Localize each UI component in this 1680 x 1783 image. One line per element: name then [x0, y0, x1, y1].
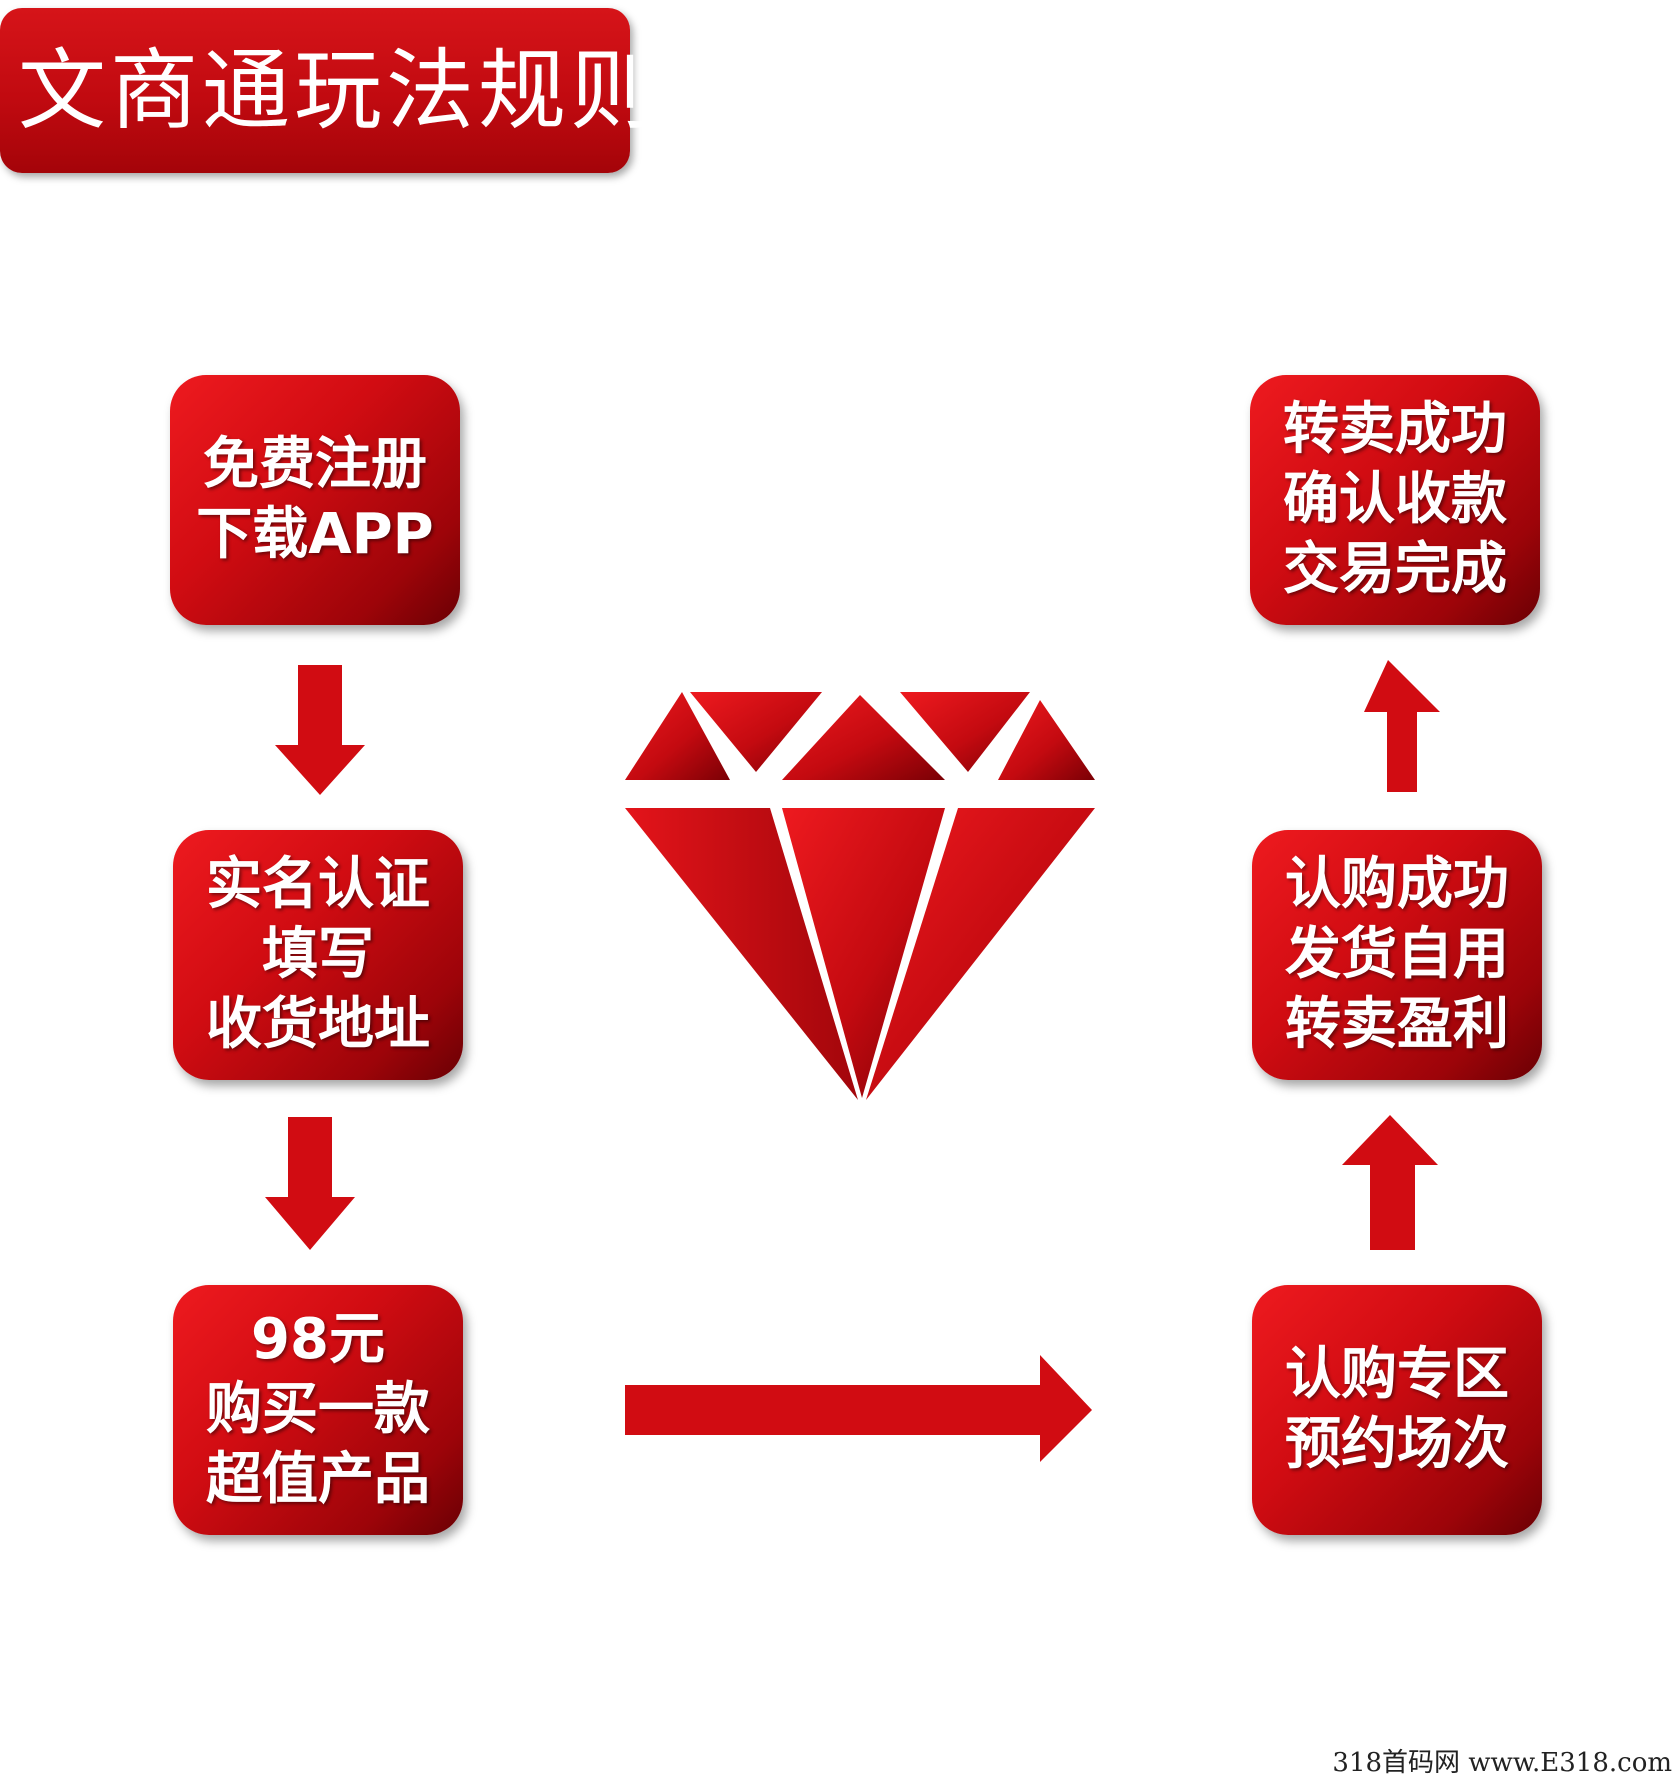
step-subscribe-zone: 认购专区 预约场次 — [1252, 1285, 1542, 1535]
arrow-down-icon — [275, 665, 365, 795]
step-line: 预约场次 — [1285, 1412, 1509, 1477]
step-line: 购买一款 — [206, 1377, 430, 1442]
step-resale-success: 转卖成功 确认收款 交易完成 — [1250, 375, 1540, 625]
arrow-right-icon — [625, 1355, 1092, 1462]
diamond-icon — [625, 692, 1095, 1100]
step-line: 超值产品 — [206, 1447, 430, 1512]
arrow-down-icon — [265, 1117, 355, 1250]
arrow-up-icon — [1342, 1115, 1438, 1250]
step-subscribe-success: 认购成功 发货自用 转卖盈利 — [1252, 830, 1542, 1080]
step-line: 收货地址 — [206, 992, 430, 1057]
step-line: 交易完成 — [1283, 537, 1507, 602]
step-line: 填写 — [262, 922, 374, 987]
step-register: 免费注册 下载APP — [170, 375, 460, 625]
step-line: 确认收款 — [1283, 467, 1507, 532]
watermark: 318首码网 www.E318.com — [1332, 1748, 1672, 1778]
step-line: 免费注册 — [203, 432, 427, 497]
arrow-up-icon — [1364, 660, 1440, 792]
step-line: 转卖成功 — [1283, 397, 1507, 462]
step-line: 认购成功 — [1285, 852, 1509, 917]
page-title: 文商通玩法规则 — [0, 8, 658, 173]
step-line: 98元 — [251, 1307, 385, 1372]
step-line: 下载APP — [196, 502, 434, 567]
step-verify: 实名认证 填写 收货地址 — [173, 830, 463, 1080]
step-line: 发货自用 — [1285, 922, 1509, 987]
step-line: 认购专区 — [1285, 1342, 1509, 1407]
step-purchase: 98元 购买一款 超值产品 — [173, 1285, 463, 1535]
step-line: 实名认证 — [206, 852, 430, 917]
step-line: 转卖盈利 — [1285, 992, 1509, 1057]
